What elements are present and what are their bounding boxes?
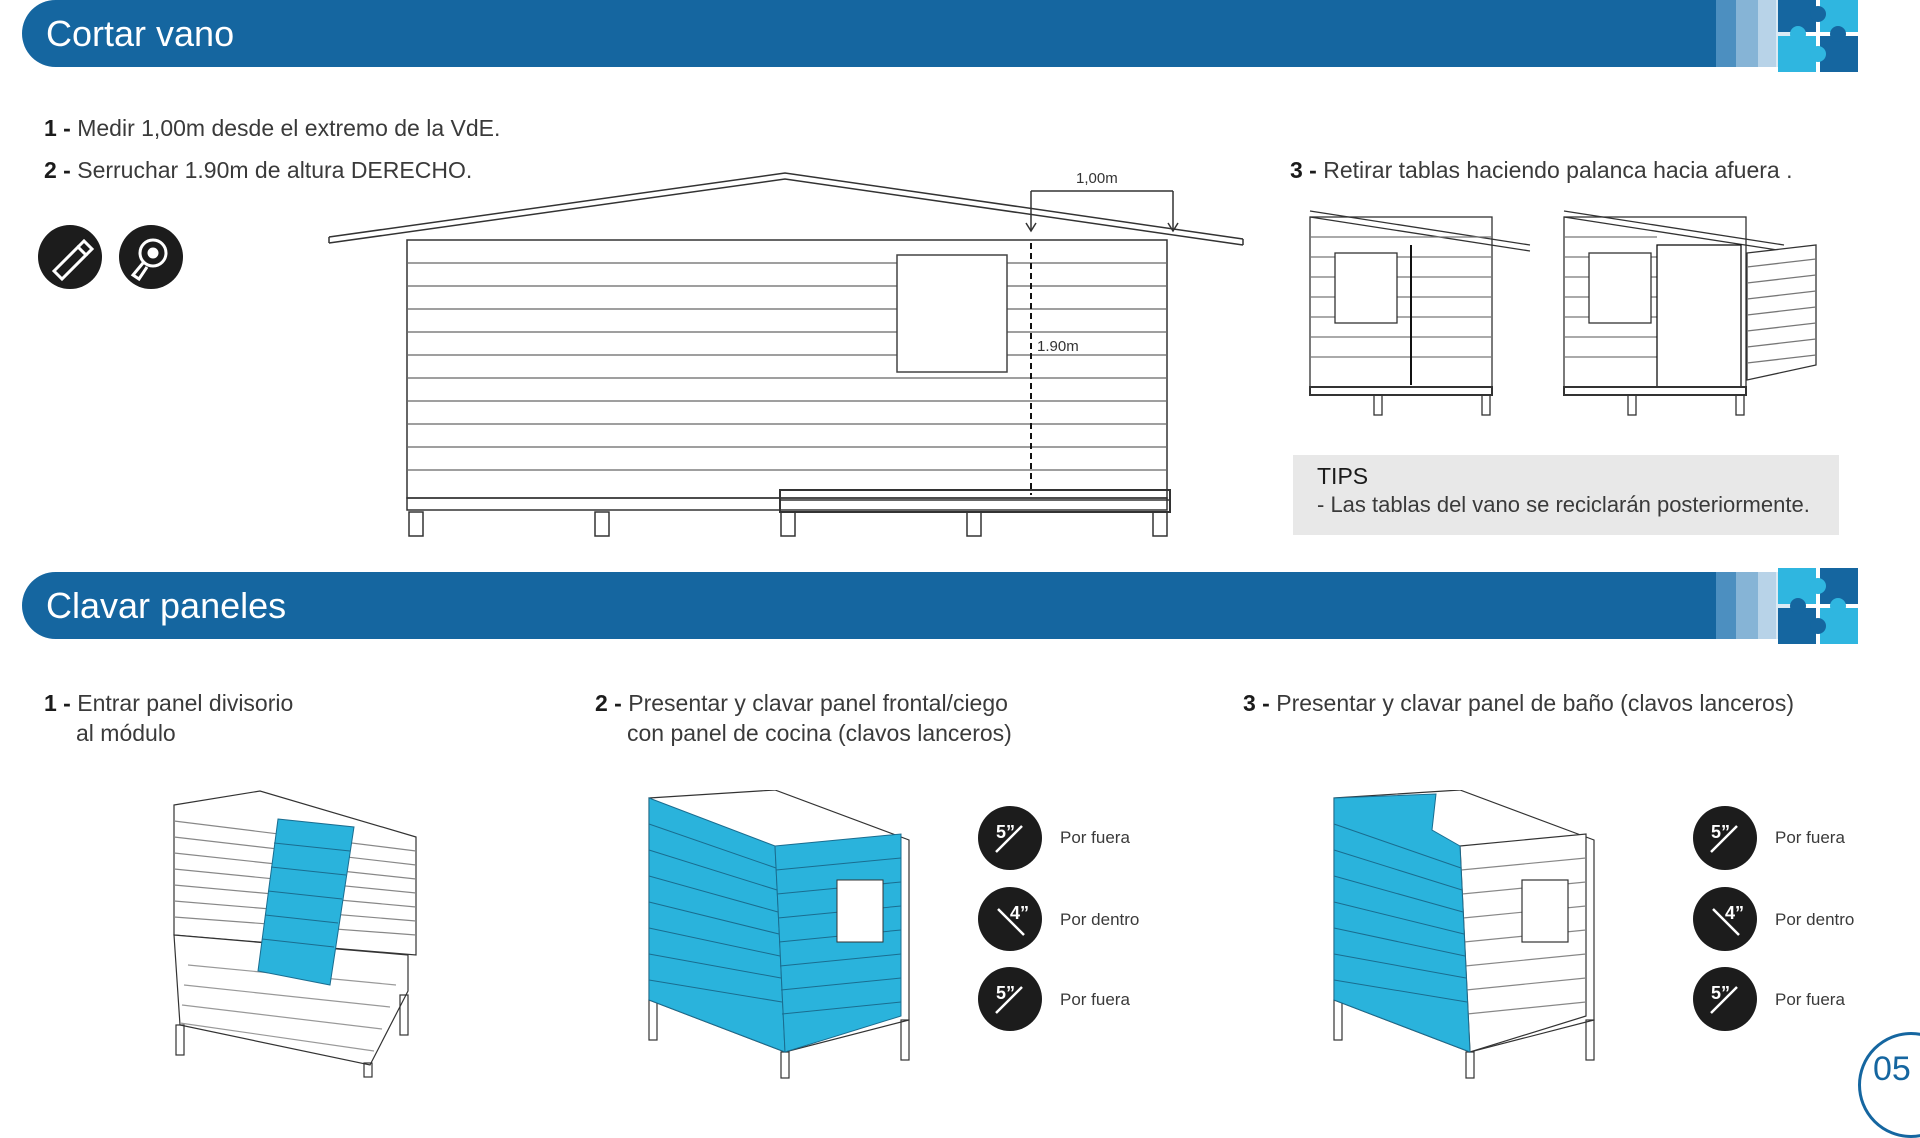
step-1: 1 - Entrar panel divisorio [44, 688, 293, 718]
front-panel-drawing [648, 790, 910, 1079]
remove-boards-drawing-after [1563, 210, 1817, 416]
step-text: Serruchar 1.90m de altura DERECHO. [77, 157, 473, 183]
nail-label: Por fuera [1060, 828, 1130, 847]
dimension-width-label: 1,00m [1076, 170, 1118, 187]
tape-measure-icon [119, 225, 183, 289]
saw-icon [38, 225, 102, 289]
nail-5-inch-icon: 5” [1693, 967, 1757, 1031]
bathroom-panel-drawing [1333, 790, 1595, 1079]
step-3: 3 - Retirar tablas haciendo palanca haci… [1290, 155, 1792, 185]
wall-elevation-drawing: 1,00m 1.90m [328, 170, 1244, 537]
step-1: 1 - Medir 1,00m desde el extremo de la V… [44, 113, 500, 143]
nail-5-inch-icon: 5” [978, 806, 1042, 870]
nail-4-inch-icon: 4” [978, 887, 1042, 951]
nail-5-inch-icon: 5” [978, 967, 1042, 1031]
section-title: Clavar paneles [46, 585, 287, 626]
nail-label: Por fuera [1060, 990, 1130, 1009]
step-number: 2 - [595, 690, 622, 716]
nail-label: Por dentro [1060, 910, 1140, 929]
nail-size: 4” [1010, 903, 1029, 923]
step-text: Presentar y clavar panel frontal/ciego [628, 690, 1008, 716]
step-text: Medir 1,00m desde el extremo de la VdE. [77, 115, 501, 141]
divider-panel-drawing [173, 790, 417, 1078]
nail-size: 4” [1725, 903, 1744, 923]
nail-label: Por fuera [1775, 828, 1845, 847]
puzzle-logo-icon [1778, 568, 1858, 644]
step-number: 1 - [44, 690, 71, 716]
step-3: 3 - Presentar y clavar panel de baño (cl… [1243, 688, 1794, 718]
nail-size: 5” [996, 822, 1015, 842]
tips-box: TIPS - Las tablas del vano se reciclarán… [1293, 455, 1839, 535]
page-number: 05 [1873, 1050, 1911, 1088]
step-number: 3 - [1243, 690, 1270, 716]
step-number: 3 - [1290, 157, 1317, 183]
tips-title: TIPS [1317, 463, 1369, 489]
step-text: Presentar y clavar panel de baño (clavos… [1276, 690, 1795, 716]
nail-label: Por dentro [1775, 910, 1855, 929]
dimension-height-label: 1.90m [1037, 338, 1079, 355]
remove-boards-drawing-before [1309, 210, 1531, 416]
step-text: Entrar panel divisorio [77, 690, 294, 716]
puzzle-logo-icon [1778, 0, 1858, 72]
step-text: Retirar tablas haciendo palanca hacia af… [1323, 157, 1793, 183]
step-2: 2 - Presentar y clavar panel frontal/cie… [595, 688, 1008, 718]
step-1-line-2: al módulo [76, 720, 176, 746]
step-2: 2 - Serruchar 1.90m de altura DERECHO. [44, 155, 472, 185]
nail-size: 5” [996, 983, 1015, 1003]
nail-size: 5” [1711, 983, 1730, 1003]
section-title: Cortar vano [46, 13, 235, 54]
section-header-clavar-paneles [22, 572, 1722, 639]
section-header-cortar-vano [22, 0, 1722, 67]
nail-label: Por fuera [1775, 990, 1845, 1009]
tips-text: - Las tablas del vano se reciclarán post… [1317, 492, 1810, 517]
step-number: 2 - [44, 157, 71, 183]
nail-size: 5” [1711, 822, 1730, 842]
nail-5-inch-icon: 5” [1693, 806, 1757, 870]
step-2-line-2: con panel de cocina (clavos lanceros) [627, 720, 1012, 746]
nail-4-inch-icon: 4” [1693, 887, 1757, 951]
step-number: 1 - [44, 115, 71, 141]
